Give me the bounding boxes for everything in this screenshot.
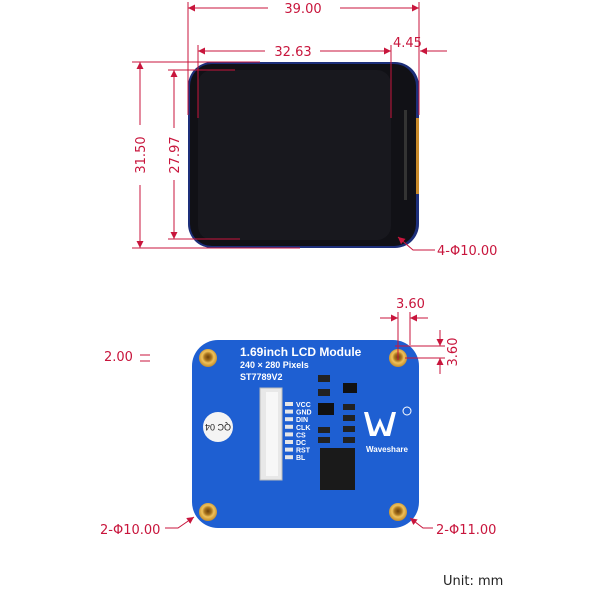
logo-text: Waveshare [366,445,409,454]
pin-pad [285,447,293,452]
driver-ic [320,448,355,490]
pcb-board [192,340,419,528]
dim-hole-diameter-left: 2-Φ10.00 [100,523,160,538]
smd-component [318,427,330,433]
pin-pad [285,417,293,422]
dim-hole-offset-x: 3.60 [396,297,425,312]
front-module [188,62,419,248]
pin-pad [285,424,293,429]
mounting-hole [199,503,217,521]
mounting-hole [199,349,217,367]
smd-component [318,437,330,443]
smd-component [343,404,355,410]
dim-overall-height: 31.50 [134,136,149,173]
connector-slot [266,392,278,476]
fpc-cable [416,118,419,194]
mounting-hole [389,503,407,521]
waveshare-logo-icon [364,412,396,436]
dim-hole-offset-y: 3.60 [446,338,461,367]
transistor [343,383,357,393]
display-area [198,70,391,240]
dim-corner-radius: 4-Φ10.00 [437,244,497,259]
qc-label: QC 04 [205,422,231,432]
pcb-title: 1.69inch LCD Module [240,345,362,359]
smd-component [318,389,330,396]
dim-overall-width: 39.00 [284,2,321,17]
unit-label: Unit: mm [443,574,503,589]
dim-hole-diameter-right: 2-Φ11.00 [436,523,496,538]
pin-label: GND [296,410,312,417]
smd-component [343,437,355,443]
fpc-edge [404,110,407,200]
dim-side-offset: 4.45 [393,36,422,51]
smd-component [343,415,355,421]
pin-pad [285,402,293,406]
back-pcb: 1.69inch LCD Module 240 × 280 Pixels ST7… [192,340,419,528]
back-dimension-lines [140,312,445,529]
pin-pad [285,455,293,460]
registered-mark-icon [402,406,412,416]
pin-pad [285,432,293,437]
front-dimension-lines [132,2,447,251]
pin-label: VCC [296,402,311,409]
pcb-driver: ST7789V2 [240,372,283,382]
pin-label: DC [296,440,306,447]
qc-sticker [203,412,233,442]
pin-pad [285,409,293,414]
smd-component [343,426,355,432]
pin-label: CS [296,432,306,439]
dim-display-height: 27.97 [168,136,183,173]
dim-display-width: 32.63 [274,45,311,60]
pcb-resolution: 240 × 280 Pixels [240,360,309,370]
pin-pad [285,440,293,444]
regulator-chip [318,403,334,415]
pin-label: CLK [296,425,310,432]
pin-label: DIN [296,417,308,424]
dim-hole-offset-left: 2.00 [104,350,133,365]
pin-label: RST [296,448,311,455]
pin-label: BL [296,455,306,462]
smd-component [318,375,330,382]
